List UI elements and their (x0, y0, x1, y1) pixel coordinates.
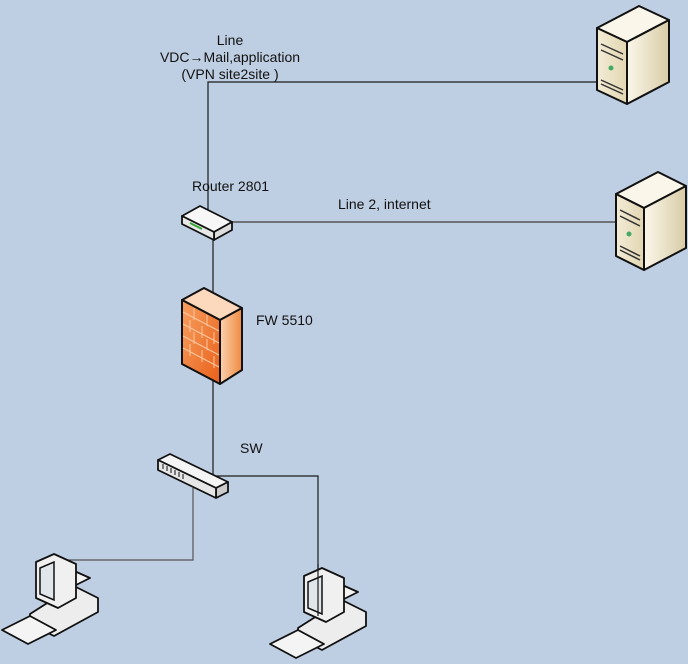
pc-right-icon[interactable] (269, 564, 367, 659)
switch-icon[interactable] (157, 453, 229, 499)
link-switch-pc-left (60, 488, 194, 561)
server-internet-icon[interactable] (615, 171, 687, 271)
vdc-line-label-1: Line (216, 32, 244, 48)
pc-left-icon[interactable] (1, 553, 99, 645)
server-vdc-icon[interactable] (596, 5, 670, 105)
vdc-line-label: Line VDC→Mail,application (VPN site2site… (140, 32, 320, 83)
router-icon[interactable] (181, 205, 233, 241)
vdc-line-label-3: (VPN site2site ) (181, 66, 279, 82)
switch-label: SW (240, 440, 263, 456)
connections (60, 81, 620, 610)
firewall-label: FW 5510 (256, 312, 313, 328)
router-label: Router 2801 (192, 178, 270, 194)
vdc-line-label-2: VDC→Mail,application (159, 49, 301, 65)
internet-line-label: Line 2, internet (338, 196, 431, 212)
link-router-server-vdc (207, 81, 610, 222)
firewall-icon[interactable] (181, 287, 243, 385)
